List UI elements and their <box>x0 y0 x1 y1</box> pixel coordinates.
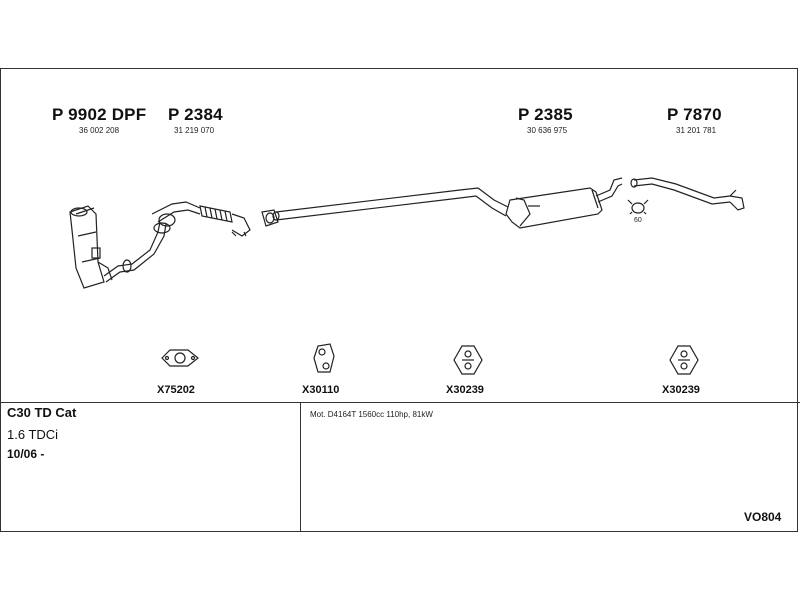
accessory-code-gasket: X75202 <box>157 384 195 396</box>
motor-spec: Mot. D4164T 1560cc 110hp, 81kW <box>310 410 433 419</box>
rubber-mount-icon <box>453 345 483 375</box>
part-code-dpf: P 9902 DPF <box>52 105 147 124</box>
part-number-dpf: 36 002 208 <box>79 126 120 135</box>
accessory-code-hanger: X30110 <box>302 384 340 396</box>
flange-icon <box>261 209 279 227</box>
rubber-mount-icon <box>669 345 699 375</box>
dpf-icon <box>69 205 113 289</box>
divider-horizontal <box>0 402 800 403</box>
part-number-middle-silencer: 30 636 975 <box>527 126 568 135</box>
rubber-hanger-icon <box>313 343 335 373</box>
gasket-icon <box>161 349 199 367</box>
vehicle-engine: 1.6 TDCi <box>7 427 59 442</box>
part-code-middle-silencer: P 2385 <box>518 105 573 124</box>
part-number-front-pipe: 31 219 070 <box>174 126 215 135</box>
reference-code: VO804 <box>744 510 782 524</box>
part-code-front-pipe: P 2384 <box>168 105 223 124</box>
part-code-tail-pipe: P 7870 <box>667 105 722 124</box>
middle-pipe-icon <box>272 187 511 221</box>
clamp-icon <box>627 199 649 215</box>
accessory-code-mount-2: X30239 <box>662 384 700 396</box>
accessory-code-mount-1: X30239 <box>446 384 484 396</box>
clamp-label: 60 <box>634 217 642 224</box>
tail-pipe-icon <box>630 177 745 211</box>
vehicle-date: 10/06 - <box>7 447 45 461</box>
diagram-frame <box>0 68 798 532</box>
vehicle-model: C30 TD Cat <box>7 405 77 420</box>
silencer-icon <box>505 177 623 229</box>
part-number-tail-pipe: 31 201 781 <box>676 126 717 135</box>
divider-vertical <box>300 402 301 532</box>
front-pipe-icon <box>103 201 251 283</box>
